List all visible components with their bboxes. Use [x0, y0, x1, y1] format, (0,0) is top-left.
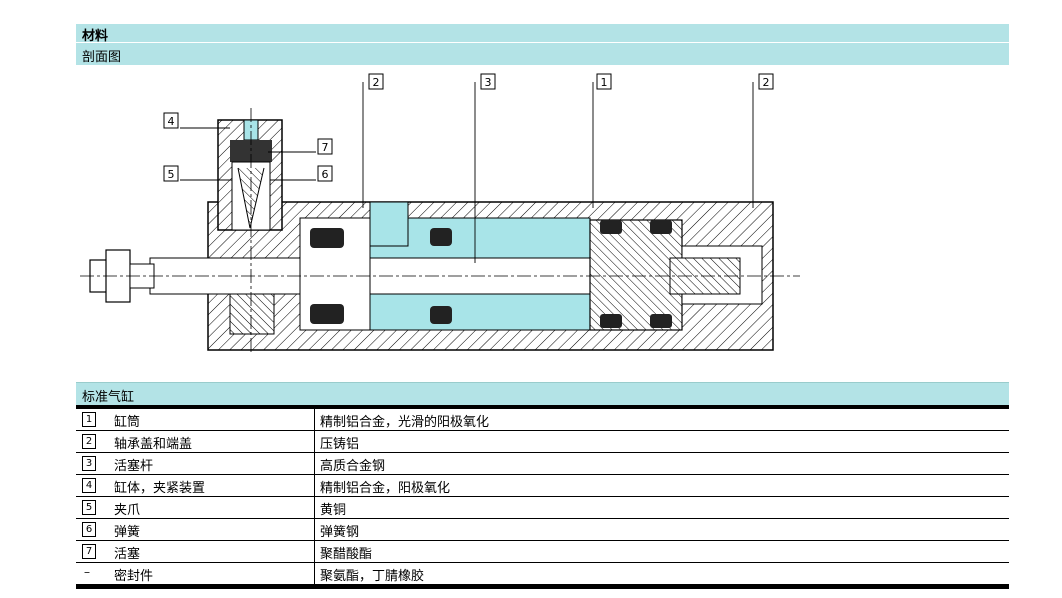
svg-text:3: 3 [485, 76, 492, 89]
table-header-rule [76, 405, 1009, 409]
part-number: 3 [82, 456, 96, 471]
part-number: 6 [82, 522, 96, 537]
callout-2-left: 2 [368, 73, 384, 90]
callout-5: 5 [163, 165, 179, 182]
part-name: 缸体，夹紧装置 [114, 481, 206, 496]
table-row: – 密封件 聚氨酯，丁腈橡胶 [76, 563, 1009, 585]
table-row: 4 缸体，夹紧装置 精制铝合金，阳极氧化 [76, 475, 1009, 497]
callout-1: 1 [596, 73, 612, 90]
callout-4: 4 [163, 112, 179, 129]
materials-table: 标准气缸 1 缸筒 精制铝合金，光滑的阳极氧化 2 轴承盖和端盖 压铸铝 3 活塞杆 高质合金钢… [76, 382, 1009, 589]
svg-text:6: 6 [322, 168, 329, 181]
material-cell: 聚醋酸酯 [320, 547, 373, 562]
part-number: – [84, 565, 90, 579]
material-cell: 弹簧钢 [320, 525, 360, 540]
part-name: 密封件 [114, 569, 154, 584]
part-cell: 6 弹簧 [76, 519, 315, 540]
material-cell: 聚氨酯，丁腈橡胶 [320, 569, 425, 584]
material-cell: 精制铝合金，阳极氧化 [320, 481, 451, 496]
material-cell: 高质合金钢 [320, 459, 386, 474]
subsection-header-band: 剖面图 [76, 43, 1009, 65]
part-number: 7 [82, 544, 96, 559]
material-cell: 黄铜 [320, 503, 347, 518]
part-number: 5 [82, 500, 96, 515]
part-name: 轴承盖和端盖 [114, 437, 193, 452]
clamping-unit [217, 119, 283, 335]
material-cell: 精制铝合金，光滑的阳极氧化 [320, 415, 490, 430]
part-cell: 3 活塞杆 [76, 453, 315, 474]
svg-text:4: 4 [168, 115, 175, 128]
section-title: 材料 [82, 29, 109, 44]
svg-text:2: 2 [373, 76, 380, 89]
svg-text:5: 5 [168, 168, 175, 181]
table-row: 6 弹簧 弹簧钢 [76, 519, 1009, 541]
part-cell: 1 缸筒 [76, 409, 315, 430]
table-row: 1 缸筒 精制铝合金，光滑的阳极氧化 [76, 409, 1009, 431]
part-name: 缸筒 [114, 415, 141, 430]
cross-section-drawing: 2 3 1 2 4 5 7 6 [80, 73, 800, 353]
part-cell: 5 夹爪 [76, 497, 315, 518]
table-title: 标准气缸 [82, 390, 135, 405]
part-number: 2 [82, 434, 96, 449]
section-header-band: 材料 [76, 24, 1009, 44]
table-bottom-rule [76, 585, 1009, 589]
part-cell: 2 轴承盖和端盖 [76, 431, 315, 452]
part-name: 活塞 [114, 547, 141, 562]
part-cell: 4 缸体，夹紧装置 [76, 475, 315, 496]
callout-6: 6 [317, 165, 333, 182]
table-row: 3 活塞杆 高质合金钢 [76, 453, 1009, 475]
table-header: 标准气缸 [76, 382, 1009, 405]
material-cell: 压铸铝 [320, 437, 360, 452]
table-row: 7 活塞 聚醋酸酯 [76, 541, 1009, 563]
part-name: 夹爪 [114, 503, 141, 518]
svg-text:1: 1 [601, 76, 608, 89]
part-cell: 7 活塞 [76, 541, 315, 562]
callout-leaders [180, 82, 754, 263]
part-cell: – 密封件 [76, 563, 315, 584]
part-number: 1 [82, 412, 96, 427]
table-body: 1 缸筒 精制铝合金，光滑的阳极氧化 2 轴承盖和端盖 压铸铝 3 活塞杆 高质合金钢 4 缸体，夹… [76, 409, 1009, 585]
callout-2-right: 2 [758, 73, 774, 90]
svg-text:7: 7 [322, 141, 329, 154]
callout-3: 3 [480, 73, 496, 90]
part-number: 4 [82, 478, 96, 493]
svg-text:2: 2 [763, 76, 770, 89]
table-row: 2 轴承盖和端盖 压铸铝 [76, 431, 1009, 453]
callout-7: 7 [317, 138, 333, 155]
part-name: 弹簧 [114, 525, 141, 540]
subsection-title: 剖面图 [82, 50, 122, 65]
table-row: 5 夹爪 黄铜 [76, 497, 1009, 519]
part-name: 活塞杆 [114, 459, 154, 474]
